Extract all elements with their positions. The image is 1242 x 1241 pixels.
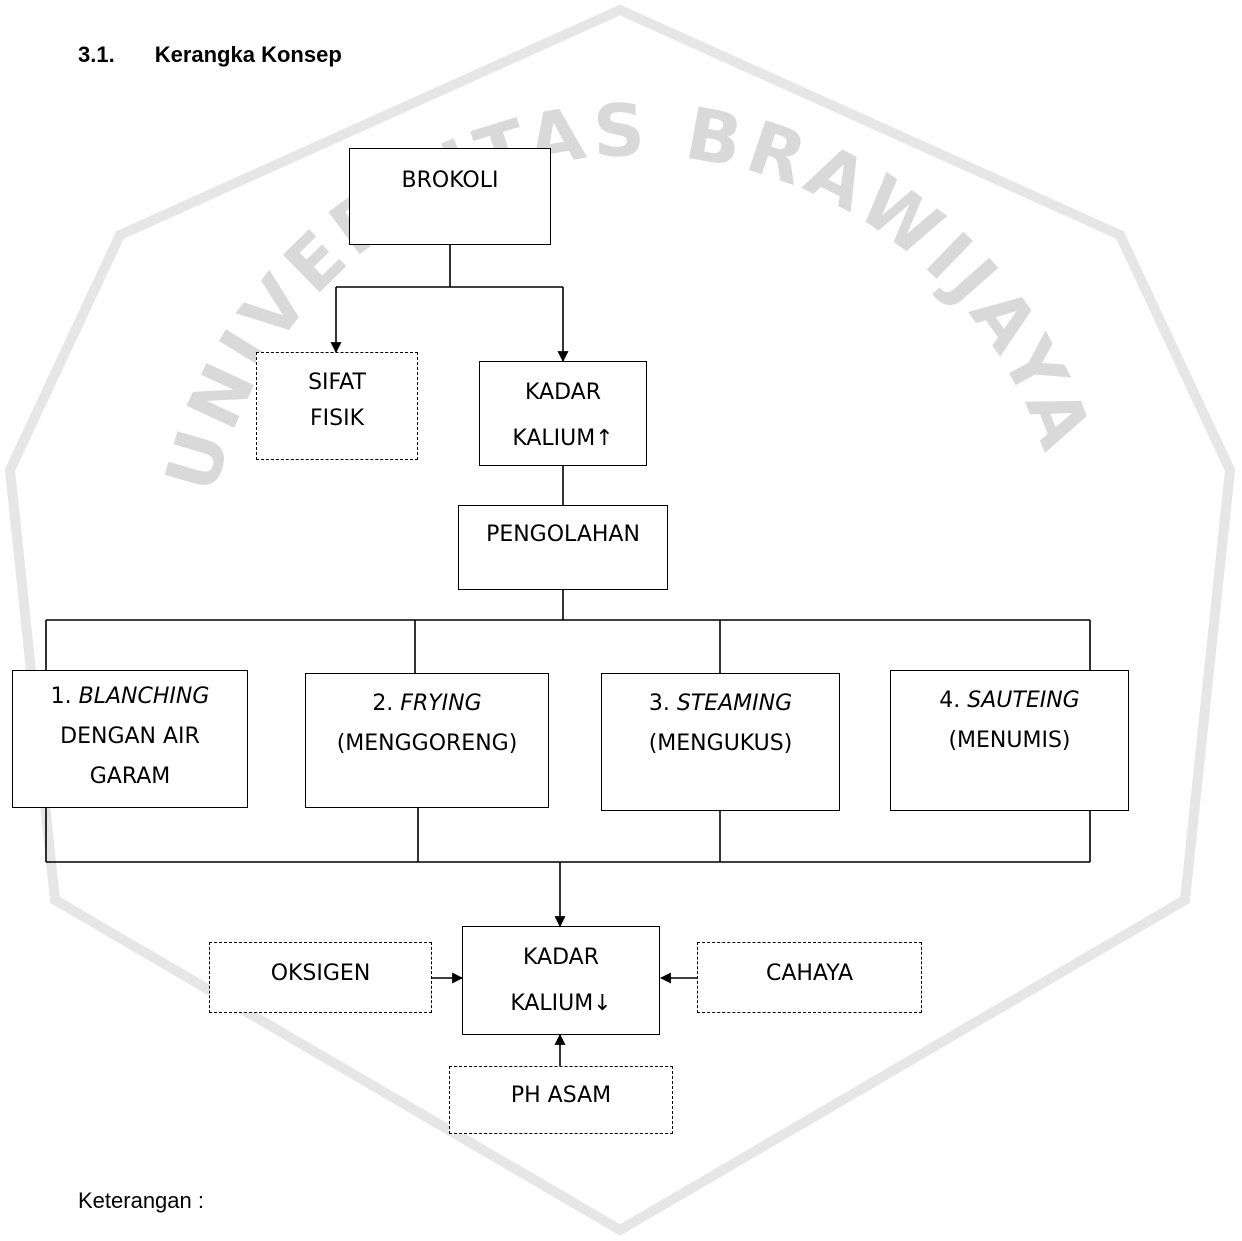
ph-asam-label: PH ASAM xyxy=(510,1083,612,1108)
kadar-kalium-down-line1: KADAR xyxy=(523,945,599,970)
brokoli-label: BROKOLI xyxy=(401,168,499,193)
kadar-kalium-down-box: KADAR KALIUM↓ xyxy=(462,926,660,1035)
sauteing-box: 4. SAUTEING (MENUMIS) xyxy=(890,670,1129,811)
kadar-kalium-up-line2: KALIUM↑ xyxy=(512,426,614,451)
section-title: Kerangka Konsep xyxy=(154,42,342,67)
cahaya-box: CAHAYA xyxy=(697,942,922,1013)
frying-number: 2. xyxy=(372,691,401,716)
frying-line2: (MENGGORENG) xyxy=(336,731,518,756)
cahaya-label: CAHAYA xyxy=(765,961,854,986)
steaming-name: STEAMING xyxy=(676,691,793,716)
sauteing-name: SAUTEING xyxy=(967,688,1080,713)
steaming-number: 3. xyxy=(648,691,677,716)
steaming-box: 3. STEAMING (MENGUKUS) xyxy=(601,673,840,811)
kadar-kalium-down-line2: KALIUM↓ xyxy=(510,991,612,1016)
blanching-number: 1. xyxy=(50,684,79,709)
pengolahan-box: PENGOLAHAN xyxy=(458,505,668,590)
section-number: 3.1. xyxy=(78,42,115,67)
blanching-box: 1. BLANCHING DENGAN AIR GARAM xyxy=(12,670,248,808)
blanching-name: BLANCHING xyxy=(78,684,210,709)
blanching-line3: GARAM xyxy=(89,764,171,789)
brokoli-box: BROKOLI xyxy=(349,148,551,245)
sifat-fisik-line1: SIFAT xyxy=(308,370,366,395)
frying-name: FRYING xyxy=(400,691,482,716)
sauteing-number: 4. xyxy=(939,688,968,713)
oksigen-label: OKSIGEN xyxy=(270,961,371,986)
oksigen-box: OKSIGEN xyxy=(209,942,432,1013)
section-heading: 3.1. Kerangka Konsep xyxy=(78,42,342,68)
blanching-line2: DENGAN AIR xyxy=(60,724,200,749)
legend-label: Keterangan : xyxy=(78,1188,204,1213)
sifat-fisik-line2: FISIK xyxy=(309,406,365,431)
kadar-kalium-up-box: KADAR KALIUM↑ xyxy=(479,361,647,466)
ph-asam-box: PH ASAM xyxy=(449,1066,673,1134)
frying-box: 2. FRYING (MENGGORENG) xyxy=(305,673,549,808)
sifat-fisik-box: SIFAT FISIK xyxy=(256,352,418,460)
kadar-kalium-up-line1: KADAR xyxy=(525,380,601,405)
pengolahan-label: PENGOLAHAN xyxy=(486,522,640,547)
steaming-line2: (MENGUKUS) xyxy=(648,731,793,756)
sauteing-line2: (MENUMIS) xyxy=(948,728,1071,753)
